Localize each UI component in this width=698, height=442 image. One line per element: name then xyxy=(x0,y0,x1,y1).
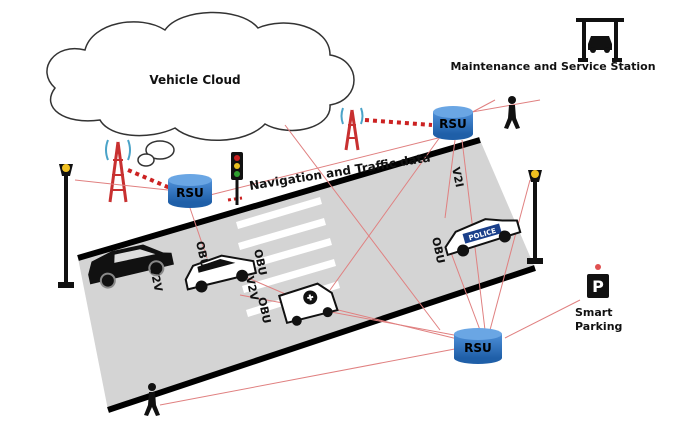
parking-signal-icon xyxy=(595,264,601,270)
v2i-label: V2I xyxy=(449,166,466,189)
parking-sign-icon xyxy=(587,274,609,298)
smart-parking-label-1: Smart xyxy=(575,306,613,319)
link-lamp-rsu xyxy=(74,179,169,191)
rsu-bottom: RSU xyxy=(454,328,502,364)
pedestrian-bottom-icon xyxy=(144,383,160,416)
cloud-label: Vehicle Cloud xyxy=(149,73,240,87)
pedestrian-top-icon xyxy=(504,96,520,129)
obu-label-4: OBU xyxy=(429,236,447,265)
car-lift-icon xyxy=(576,18,624,62)
maintenance-label: Maintenance and Service Station xyxy=(450,60,655,73)
smart-parking: P Smart Parking xyxy=(575,264,622,333)
tower-right-icon xyxy=(340,107,364,151)
v2v-label-1: V2V xyxy=(147,266,165,293)
link-parking-rsu xyxy=(504,299,581,339)
parking-sign-letter: P xyxy=(592,277,604,296)
obu-label-1: OBU xyxy=(193,240,211,269)
link-tower-rsu-right xyxy=(364,118,433,127)
street-lamp-right-icon xyxy=(527,170,543,264)
link-pedestrian-rsu xyxy=(159,347,461,406)
road-bottom-edge xyxy=(107,265,536,413)
tower-left-icon xyxy=(105,139,131,203)
crosswalk xyxy=(236,197,340,317)
vehicle-cloud: Vehicle Cloud xyxy=(46,11,355,167)
cloud-puff-tiny xyxy=(137,153,155,167)
road xyxy=(77,137,536,413)
police-car-icon: POLICE xyxy=(444,218,522,257)
obu-label-3: OBU xyxy=(255,296,273,325)
rsu-left: RSU xyxy=(168,174,212,208)
v2v-label-2: V2V xyxy=(243,275,261,302)
road-top-edge xyxy=(77,137,481,261)
link-tower-rsu-left xyxy=(127,168,171,190)
rsu-top-right: RSU xyxy=(433,106,473,140)
obu-label-2: OBU xyxy=(251,248,269,277)
street-lamp-left-icon xyxy=(58,164,74,288)
car-black-icon xyxy=(88,244,174,289)
smart-parking-label-2: Parking xyxy=(575,320,622,333)
rsu-left-label: RSU xyxy=(176,186,204,200)
link-rsu-obu1 xyxy=(189,207,208,259)
maintenance-station: Maintenance and Service Station xyxy=(450,18,656,73)
ambulance-icon xyxy=(278,282,339,326)
traffic-light-icon xyxy=(231,152,243,205)
car-outline-icon xyxy=(184,254,258,293)
rsu-top-right-label: RSU xyxy=(439,117,467,131)
rsu-bottom-label: RSU xyxy=(464,341,492,355)
cloud-puff-small xyxy=(145,140,175,160)
